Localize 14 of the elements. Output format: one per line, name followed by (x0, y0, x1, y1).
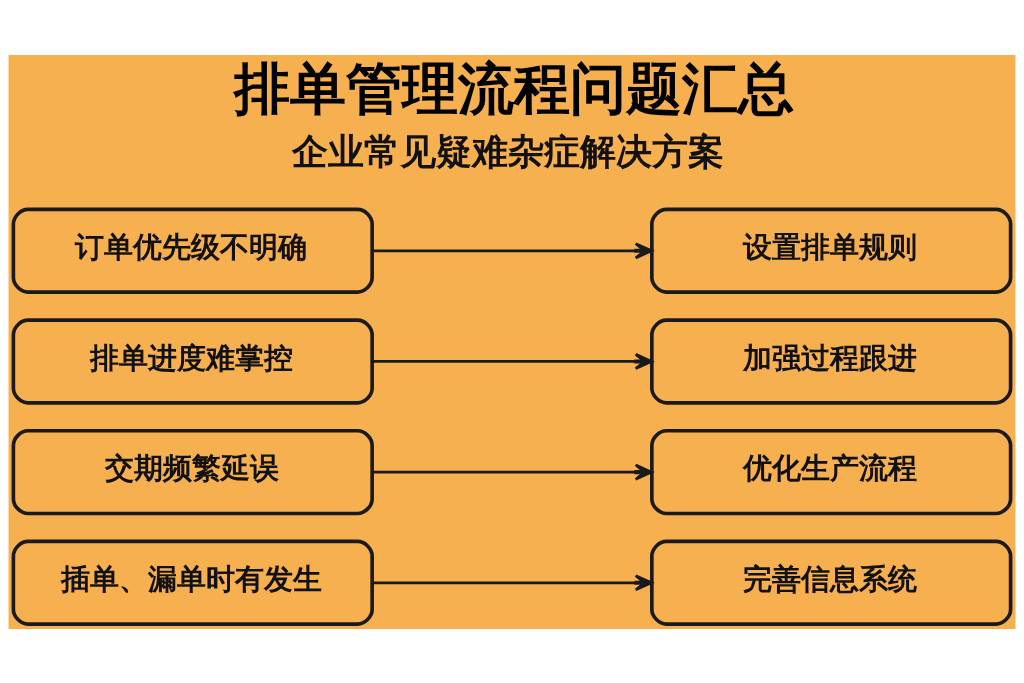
arrow (372, 463, 653, 481)
arrow (372, 352, 653, 370)
arrow (372, 241, 653, 259)
node-box: 订单优先级不明确 (11, 207, 374, 294)
node-box: 设置排单规则 (650, 207, 1013, 294)
diagram-title: 排单管理流程问题汇总 (233, 55, 794, 121)
label: 企业常见疑难杂症解决方案 (291, 129, 724, 173)
node-box: 交期频繁延误 (11, 428, 374, 515)
node-box: 优化生产流程 (650, 428, 1013, 515)
node-box: 加强过程跟进 (650, 317, 1013, 405)
node-box: 完善信息系统 (650, 539, 1013, 626)
node-box: 插单、漏单时有发生 (11, 539, 374, 626)
node-box: 排单进度难掌控 (11, 317, 374, 405)
arrow (372, 573, 653, 591)
